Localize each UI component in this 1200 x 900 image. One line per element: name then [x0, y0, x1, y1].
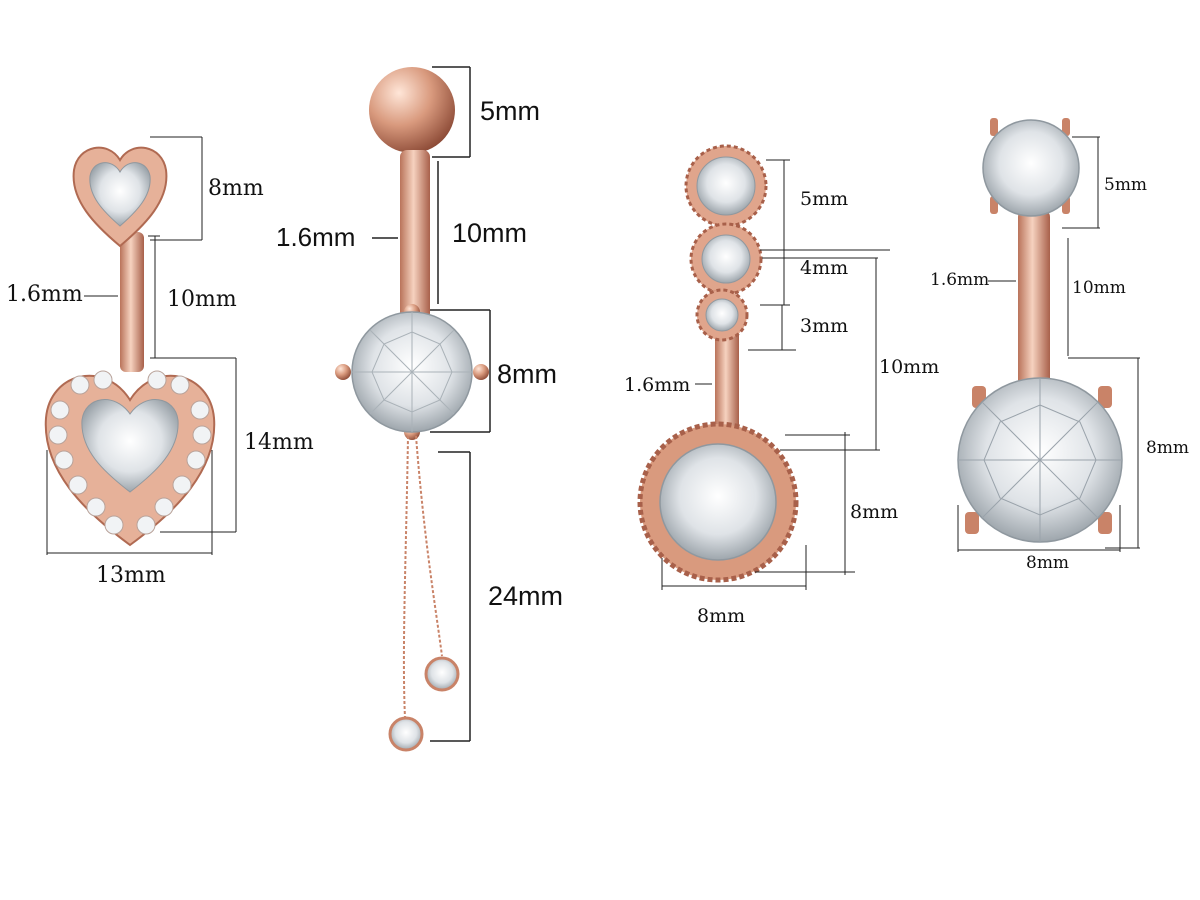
bottom-heart-halo	[48, 370, 212, 535]
chain-left	[402, 435, 409, 719]
top-ball	[369, 67, 455, 153]
bottom-gem	[659, 443, 777, 561]
item-dangle-chain	[335, 66, 491, 752]
chain-gem-right	[424, 656, 460, 692]
item3-bottom-width-label: 8mm	[697, 605, 746, 627]
item1-dimension-lines	[46, 136, 237, 555]
item-solitaire	[957, 118, 1140, 552]
bar	[1018, 210, 1050, 390]
item2-gem-label: 8mm	[497, 359, 557, 389]
item-three-stone	[637, 144, 890, 590]
bottom-gem-facets	[958, 378, 1122, 542]
bar	[715, 320, 739, 430]
item4-bottom-height-label: 8mm	[1146, 438, 1190, 458]
item-double-heart	[44, 136, 237, 555]
bar	[400, 150, 430, 320]
top-heart-gem	[89, 162, 151, 227]
item4-dimension-lines	[957, 136, 1140, 552]
item3-gauge-label: 1.6mm	[624, 374, 691, 396]
item3-stone-1-label: 5mm	[800, 188, 849, 210]
item3-bar-length-label: 10mm	[879, 356, 940, 378]
item3-stone-3-label: 3mm	[800, 315, 849, 337]
item2-top-ball-label: 5mm	[480, 96, 540, 126]
stone-1-gem	[696, 156, 756, 216]
bottom-heart-gem	[81, 399, 179, 493]
item2-chain-length-label: 24mm	[488, 581, 564, 611]
item3-stone-2-label: 4mm	[800, 257, 849, 279]
item3-bottom-height-label: 8mm	[850, 501, 899, 523]
item1-gauge-label: 1.6mm	[6, 282, 83, 307]
item2-gauge-label: 1.6mm	[276, 222, 356, 252]
top-gem	[982, 119, 1080, 217]
item2-bar-length-label: 10mm	[452, 218, 528, 248]
item3-dimension-lines	[661, 159, 890, 590]
item1-bottom-width-label: 13mm	[96, 563, 166, 588]
item1-top-gem-label: 8mm	[208, 176, 264, 201]
item4-gauge-label: 1.6mm	[930, 270, 990, 290]
chain-gem-left	[388, 716, 424, 752]
item4-bottom-width-label: 8mm	[1026, 553, 1070, 573]
item4-bar-length-label: 10mm	[1072, 278, 1126, 298]
bar	[120, 232, 144, 372]
gem-facets	[352, 312, 472, 432]
chain-right	[415, 435, 443, 657]
item1-bar-length-label: 10mm	[167, 287, 237, 312]
item1-bottom-height-label: 14mm	[244, 430, 314, 455]
stone-3-gem	[705, 298, 739, 332]
bottom-prongs	[965, 386, 1112, 534]
item4-top-gem-label: 5mm	[1104, 175, 1148, 195]
item2-dimension-lines	[372, 66, 491, 742]
stone-2-gem	[701, 234, 751, 284]
